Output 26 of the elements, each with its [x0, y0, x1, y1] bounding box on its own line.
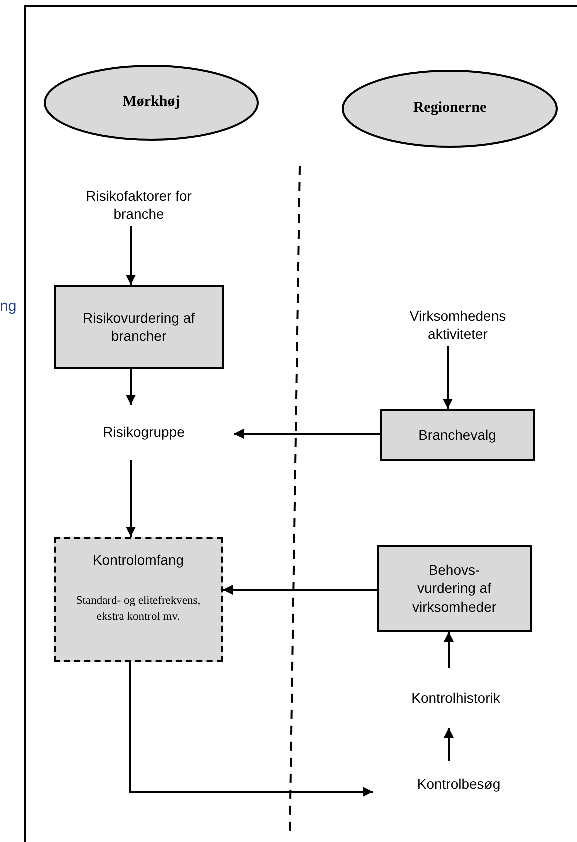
arrow	[126, 460, 136, 537]
box-title: Branchevalg	[418, 426, 496, 444]
actor-title: Regionerne	[413, 99, 487, 118]
process-box	[380, 409, 535, 461]
box-title: Behovs- vurdering af virksomheder	[411, 561, 498, 616]
process-box	[54, 537, 223, 662]
box-title: Kontrolomfang	[92, 551, 184, 570]
arrow	[126, 369, 136, 405]
flow-text: Virksomhedens aktiviteter	[408, 306, 508, 344]
flow-text: Kontrolbesøg	[417, 774, 501, 794]
cropped-text: ng	[0, 298, 17, 315]
process-box	[377, 545, 532, 632]
box-description: Standard- og elitefrekvens, ekstra kontrol mv.	[75, 594, 202, 626]
box-title: Risikovurdering af brancher	[82, 308, 196, 346]
arrow	[129, 662, 373, 797]
flow-text: Risikogruppe	[103, 423, 185, 442]
arrow	[443, 346, 453, 409]
actor-title: Mørkhøj	[122, 93, 180, 112]
flow-text: Risikofaktorer for branche	[85, 186, 193, 224]
arrow	[126, 226, 136, 285]
process-box	[54, 285, 224, 369]
arrow	[444, 728, 454, 761]
flow-text: Kontrolhistorik	[412, 688, 500, 708]
arrow	[223, 585, 377, 595]
arrow	[234, 429, 380, 439]
arrow	[444, 632, 454, 668]
